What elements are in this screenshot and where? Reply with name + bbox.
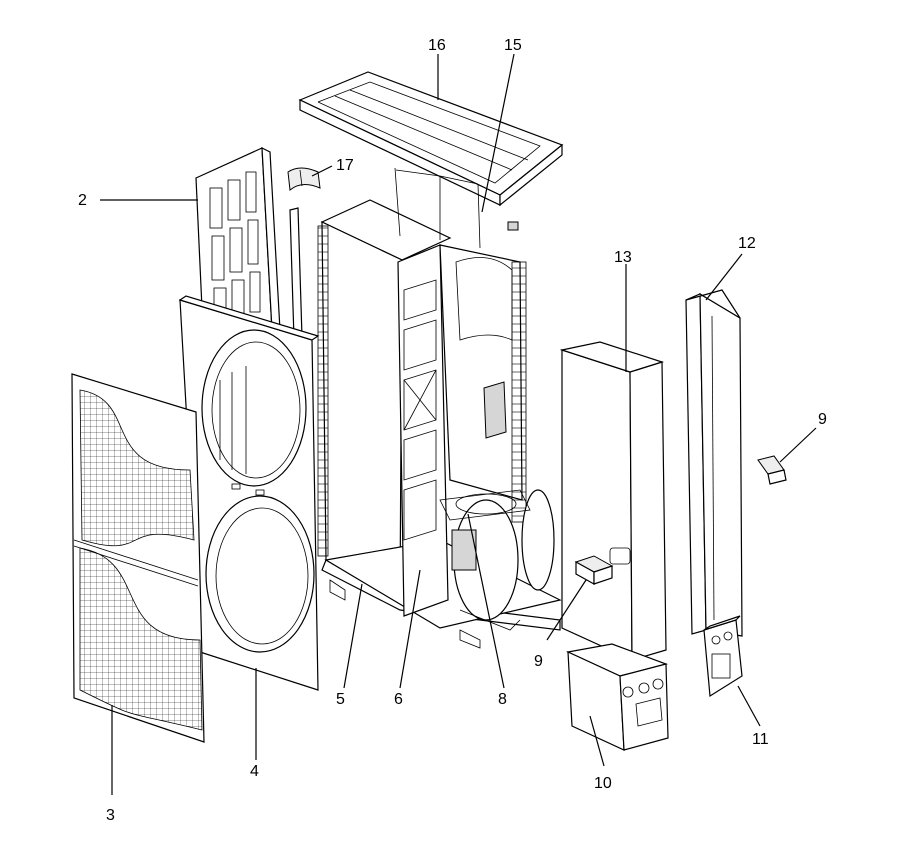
callout-9-right: 9 bbox=[818, 411, 827, 428]
front-fan-panel-part bbox=[178, 295, 320, 691]
electrical-cover-part bbox=[566, 643, 669, 751]
compressor-part bbox=[439, 489, 555, 631]
small-bracket-part bbox=[287, 167, 321, 191]
callout-9-left: 9 bbox=[534, 653, 543, 670]
callout-5: 5 bbox=[336, 691, 345, 708]
front-side-panel-part bbox=[559, 341, 667, 661]
handle-part-left bbox=[574, 555, 614, 586]
rear-side-panel-part bbox=[685, 289, 743, 637]
wiring-part bbox=[394, 167, 519, 249]
callout-11: 11 bbox=[752, 731, 769, 748]
condenser-coil-part bbox=[439, 244, 527, 523]
callout-13: 13 bbox=[614, 249, 632, 266]
callout-2: 2 bbox=[78, 192, 87, 209]
callout-16: 16 bbox=[428, 37, 446, 54]
callout-4: 4 bbox=[250, 763, 259, 780]
callout-labels: 2 3 4 5 6 8 9 9 10 11 12 13 15 16 17 bbox=[78, 37, 827, 824]
front-mesh-grille-part bbox=[71, 373, 205, 743]
handle-part-right bbox=[757, 455, 787, 485]
callout-17: 17 bbox=[336, 157, 354, 174]
callout-15: 15 bbox=[504, 37, 522, 54]
callout-10: 10 bbox=[594, 775, 612, 792]
callout-6: 6 bbox=[394, 691, 403, 708]
callout-8: 8 bbox=[498, 691, 507, 708]
partition-plate-part bbox=[397, 244, 449, 617]
top-cover-part bbox=[298, 71, 564, 207]
callout-3: 3 bbox=[106, 807, 115, 824]
callout-12: 12 bbox=[738, 235, 756, 252]
leader-lines bbox=[100, 53, 817, 795]
rear-bracket-part bbox=[703, 615, 743, 698]
